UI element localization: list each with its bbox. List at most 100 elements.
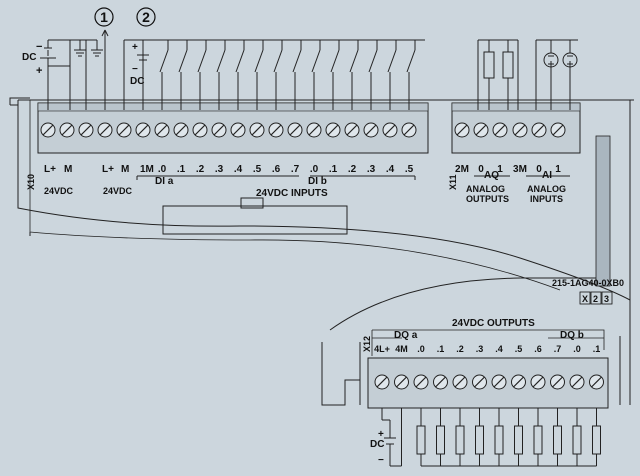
switch-blade-8 [197,49,207,73]
dia-label: DI a [155,176,174,187]
top-screw-11 [249,122,265,138]
output-pin-4: .2 [456,344,464,354]
screw-slot [346,124,358,136]
screw-slot [532,376,544,388]
screw-slot [454,376,466,388]
switch-blade-12 [273,49,283,73]
analog-screw-0 [454,122,470,138]
bottom-screw-0 [374,374,390,390]
screw-slot [435,376,446,388]
x10-pin-m-2: M [121,164,129,175]
screw-slot [194,124,206,136]
aq-caption-1: ANALOG [466,184,505,194]
dib-pin-0: .0 [310,164,319,175]
top-screw-16 [344,122,360,138]
aq-caption-2: OUTPUTS [466,194,509,204]
bottom-screw-7 [511,374,526,390]
screw-slot [156,124,168,136]
x10-power-in-label: 24VDC [103,186,133,196]
side-rail [595,135,611,287]
switch-blade-17 [368,49,378,73]
output-pin-7: .5 [515,344,523,354]
x10-power-out-label: 24VDC [44,186,74,196]
analog-screw-1 [473,122,489,138]
ai-pin-2: 1 [555,164,561,175]
output-load-10 [572,425,582,455]
output-pin-3: .1 [437,344,445,354]
output-pin-1: 4M [395,344,408,354]
top-screw-0 [40,122,56,138]
screw-slot [42,124,54,136]
dia-pin-3: .3 [215,164,224,175]
top-screw-3 [97,122,113,138]
output-pin-5: .3 [476,344,484,354]
version-boxes: X 2 3 [579,291,613,305]
top-screw-8 [192,122,208,138]
screw-slot [232,124,244,136]
connector-x12-id: X12 [362,336,372,352]
output-pin-9: .7 [554,344,562,354]
sensor-arrow-a [101,29,106,37]
top-screw-9 [211,122,227,138]
screw-slot [384,124,396,136]
bottom-screw-6 [491,374,507,390]
version-box-3: 3 [604,294,609,304]
analog-screw-4 [531,122,547,138]
screw-slot [494,124,506,136]
output-load-6 [494,425,504,455]
supply-top-minus: − [36,41,42,53]
switch-blade-14 [311,49,321,73]
x10-pin-m-1: M [64,164,72,175]
top-screw-2 [78,122,94,138]
screw-slot [591,376,602,388]
screw-slot [270,124,282,136]
switch-blade-6 [159,49,169,73]
output-load-4 [455,425,465,455]
bottom-screw-8 [530,374,546,390]
aq-pin-0: 2M [455,164,469,175]
bottom-screw-11 [589,374,604,390]
body-latch [162,197,348,235]
top-screw-12 [268,122,284,138]
screw-slot [118,124,130,136]
switch-blade-16 [349,49,359,73]
switch-blade-10 [235,49,245,73]
bottom-screw-5 [472,374,487,390]
output-pin-11: .1 [593,344,601,354]
aq-pin-1: 0 [478,164,484,175]
callout-1-text: 1 [100,9,108,25]
bottom-screw-2 [413,374,429,390]
top-screw-13 [287,122,303,138]
output-load-8 [533,425,543,455]
callout-2: 2 [136,7,156,27]
dia-pin-7: .7 [291,164,300,175]
screw-slot [99,124,111,136]
top-screw-14 [306,122,322,138]
aq-pin-2: 1 [497,164,503,175]
analog-screw-2 [492,122,508,138]
screw-slot [513,376,524,388]
switch-blade-9 [216,49,226,73]
ai-label: AI [542,170,552,181]
screw-slot [80,124,92,136]
output-pin-6: .4 [495,344,503,354]
ai-caption-1: ANALOG [527,184,566,194]
supply-inputs-label: DC [130,76,144,87]
bottom-screw-3 [433,374,448,390]
top-screw-7 [173,122,189,138]
connector-x10-id: X10 [26,174,36,190]
output-pin-2: .0 [417,344,425,354]
supply-inputs-minus: − [132,64,138,75]
dib-pin-1: .1 [329,164,338,175]
screw-slot [289,124,301,136]
ai-caption-2: INPUTS [530,194,563,204]
ai-pin-0: 3M [513,164,527,175]
aq-load-2 [502,51,514,79]
bottom-screw-4 [452,374,468,390]
supply-bottom-label: DC [370,439,384,450]
supply-inputs-plus: + [132,42,138,53]
x10-pin-lplus-1: L+ [44,164,56,175]
dib-pin-5: .5 [405,164,414,175]
